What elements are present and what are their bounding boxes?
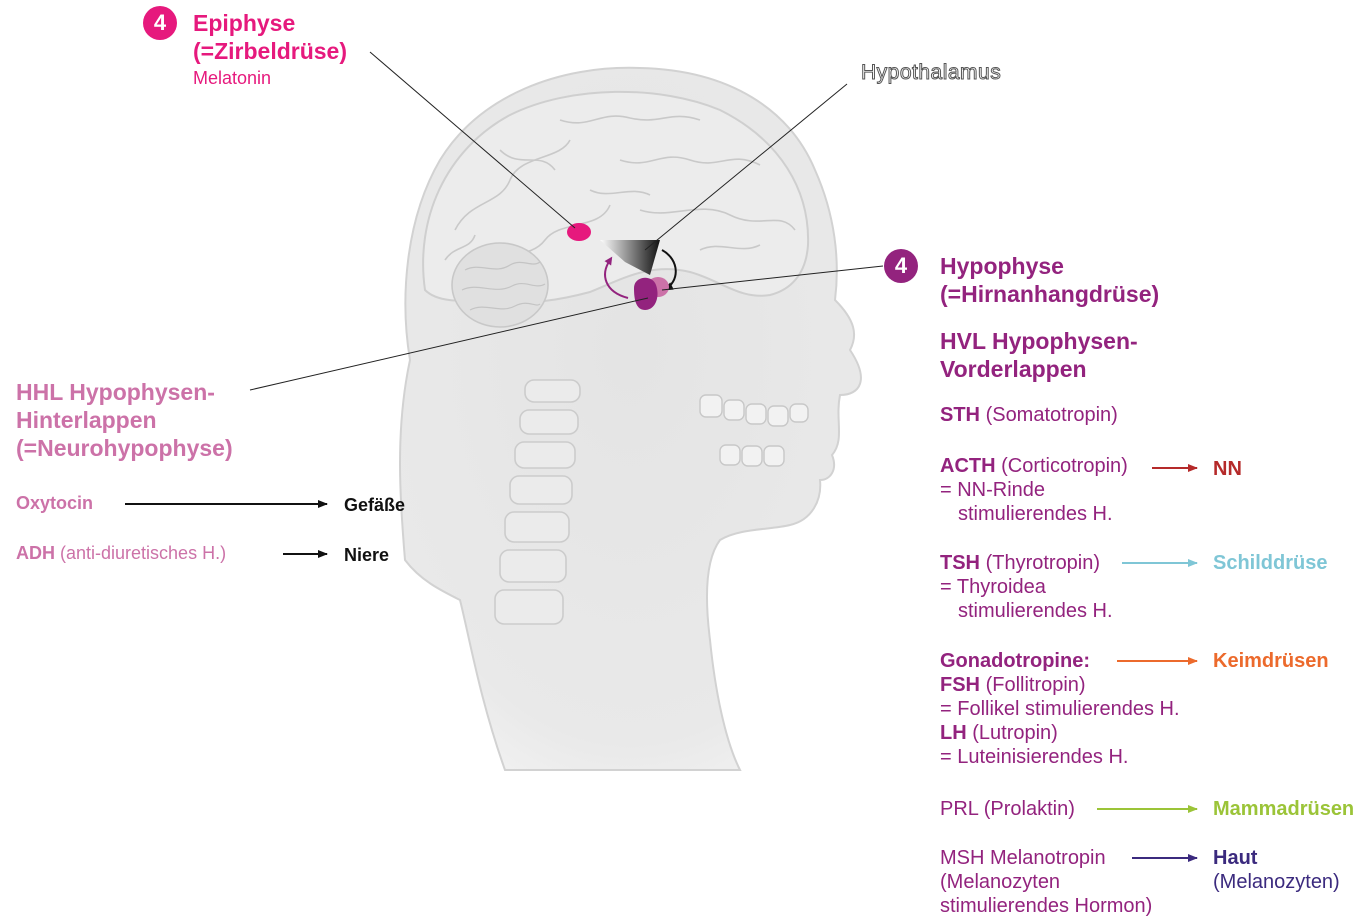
fsh-line: = Follikel stimulierendes H. — [940, 697, 1180, 721]
epiphyse-title-line2: (=Zirbeldrüse) — [193, 37, 347, 65]
hvl-title: HVL Hypophysen- Vorderlappen — [940, 327, 1138, 383]
msh-row: MSH Melanotropin (Melanozyten stimuliere… — [940, 846, 1152, 918]
acth-row: ACTH (Corticotropin) = NN-Rinde stimulie… — [940, 454, 1128, 526]
adh-desc: (anti-diuretisches H.) — [60, 543, 226, 563]
hypophyse-badge: 4 — [884, 249, 918, 283]
hypothalamus-label: Hypothalamus — [861, 61, 1001, 85]
hhl-title-line2: Hinterlappen — [16, 406, 233, 434]
fsh-abbr: FSH — [940, 674, 980, 696]
acth-target: NN — [1213, 457, 1242, 481]
lh-line: = Luteinisierendes H. — [940, 745, 1180, 769]
hypophyse-title-line2: (=Hirnanhangdrüse) — [940, 280, 1159, 308]
prl-row: PRL (Prolaktin) — [940, 797, 1075, 821]
hvl-title-line1: HVL Hypophysen- — [940, 327, 1138, 355]
epiphyse-gland — [567, 223, 591, 241]
msh-target-sub: (Melanozyten) — [1213, 870, 1340, 894]
sth-row: STH (Somatotropin) — [940, 403, 1118, 427]
tsh-desc: (Thyrotropin) — [986, 552, 1100, 574]
acth-line3: stimulierendes H. — [940, 502, 1128, 526]
epiphyse-hormone: Melatonin — [193, 66, 271, 90]
prl-target: Mammadrüsen — [1213, 797, 1354, 821]
gonado-target: Keimdrüsen — [1213, 649, 1329, 673]
msh-line1: MSH Melanotropin — [940, 846, 1152, 870]
hypophyse-anterior-lobe — [634, 278, 658, 310]
adh-abbr: ADH — [16, 543, 55, 563]
lh-desc: (Lutropin) — [972, 722, 1058, 744]
msh-line3: stimulierendes Hormon) — [940, 894, 1152, 918]
fsh-desc: (Follitropin) — [986, 674, 1086, 696]
oxytocin-target: Gefäße — [344, 493, 405, 517]
tsh-abbr: TSH — [940, 552, 980, 574]
gonado-row: Gonadotropine: FSH (Follitropin) = Folli… — [940, 649, 1180, 769]
lh-abbr: LH — [940, 722, 967, 744]
sth-abbr: STH — [940, 404, 980, 426]
hypophyse-title-line1: Hypophyse — [940, 252, 1159, 280]
tsh-row: TSH (Thyrotropin) = Thyroidea stimuliere… — [940, 551, 1113, 623]
tsh-line2: = Thyroidea — [940, 575, 1113, 599]
hhl-title-line1: HHL Hypophysen- — [16, 378, 233, 406]
msh-target: Haut (Melanozyten) — [1213, 846, 1340, 894]
hypophyse-title: Hypophyse (=Hirnanhangdrüse) — [940, 252, 1159, 308]
gonado-title: Gonadotropine: — [940, 649, 1180, 673]
acth-line2: = NN-Rinde — [940, 478, 1128, 502]
acth-desc: (Corticotropin) — [1001, 455, 1128, 477]
epiphyse-title-line1: Epiphyse — [193, 9, 347, 37]
hhl-title-line3: (=Neurohypophyse) — [16, 434, 233, 462]
msh-target-title: Haut — [1213, 846, 1340, 870]
sth-desc: (Somatotropin) — [986, 404, 1118, 426]
hhl-title: HHL Hypophysen- Hinterlappen (=Neurohypo… — [16, 378, 233, 462]
epiphyse-title: Epiphyse (=Zirbeldrüse) — [193, 9, 347, 65]
tsh-target: Schilddrüse — [1213, 551, 1327, 575]
acth-abbr: ACTH — [940, 455, 996, 477]
oxytocin-label: Oxytocin — [16, 491, 93, 515]
hvl-title-line2: Vorderlappen — [940, 355, 1138, 383]
adh-row: ADH (anti-diuretisches H.) — [16, 541, 226, 565]
epiphyse-badge: 4 — [143, 6, 177, 40]
adh-target: Niere — [344, 543, 389, 567]
msh-line2: (Melanozyten — [940, 870, 1152, 894]
tsh-line3: stimulierendes H. — [940, 599, 1113, 623]
